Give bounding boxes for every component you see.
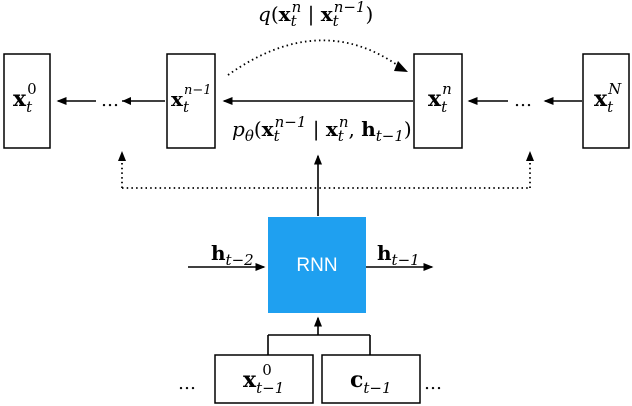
rnn-box [268,217,366,313]
dotted-up-right-arrowhead [526,151,534,161]
node-c-t-minus-1: ct−1 [321,354,421,404]
forward-arc-arrowhead [394,61,408,72]
node-x-t-0: xt0 [3,53,51,149]
reverse-process-label: pθ(xtn−1 | xtn, ht−1) [232,113,412,145]
forward-process-arc [227,39,401,76]
rnn-block: RNN [268,217,366,313]
svg-text:xt0: xt0 [13,80,37,116]
node-x-t-n: xtn [413,53,463,149]
ellipsis-right: … [514,90,532,111]
node-x-t-minus-1-0: xt−10 [214,354,314,404]
svg-text:xtn: xtn [428,80,452,116]
node-x-t-N: xtN [582,53,630,149]
rnn-label: RNN [296,255,337,276]
hidden-input-label: ht−2 [211,241,254,269]
dotted-up-left-arrowhead [118,151,126,161]
hidden-output-label: ht−1 [377,241,420,269]
svg-text:xtn−1: xtn−1 [171,83,212,116]
ellipsis-bottom-left: … [178,373,196,394]
node-x-t-n-minus-1: xtn−1 [166,53,216,149]
arrowhead-left-ellipsis [122,97,131,105]
svg-text:xtN: xtN [594,80,622,116]
forward-process-label: q(xtn | xtn−1) [258,0,373,30]
svg-text:xt−10: xt−10 [243,361,284,397]
ellipsis-bottom-right: … [424,373,442,394]
ellipsis-left: … [101,90,119,111]
svg-text:ct−1: ct−1 [350,367,392,397]
